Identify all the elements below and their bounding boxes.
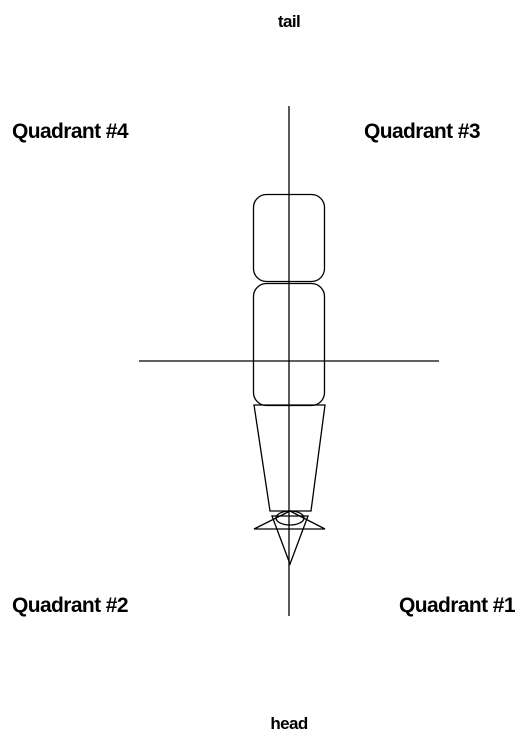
joint-ellipse bbox=[275, 510, 305, 526]
head-wing-triangle bbox=[253, 510, 326, 530]
quadrant-2-label: Quadrant #2 bbox=[12, 594, 128, 617]
quadrant-3-label: Quadrant #3 bbox=[364, 120, 480, 143]
head-label: head bbox=[270, 714, 307, 730]
quadrant-1-label: Quadrant #1 bbox=[399, 594, 516, 617]
quadrant-4-label: Quadrant #4 bbox=[12, 120, 129, 143]
upper-body-segment bbox=[252, 193, 326, 283]
tail-label: tail bbox=[278, 12, 300, 31]
tapered-segment bbox=[253, 404, 326, 512]
head-point-triangle bbox=[271, 515, 309, 566]
